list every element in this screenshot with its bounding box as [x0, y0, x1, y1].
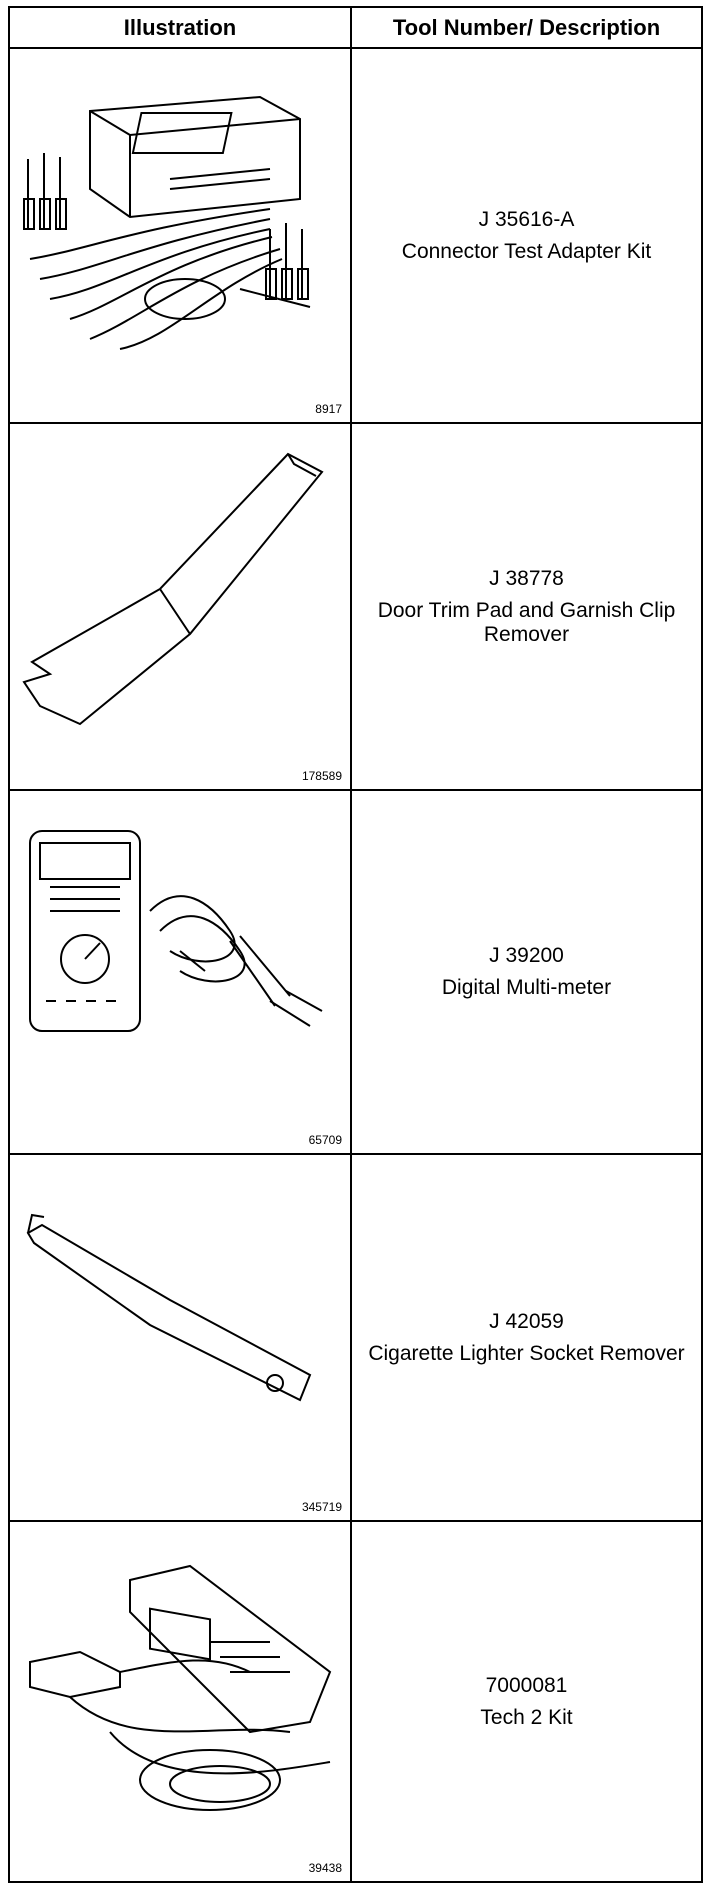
table-row: 178589 J 38778 Door Trim Pad and Garnish… — [10, 424, 701, 791]
tool-number: J 42059 — [489, 1309, 564, 1333]
illustration-cell: 345719 — [10, 1155, 350, 1520]
description-cell: J 39200 Digital Multi-meter — [352, 791, 701, 1153]
tech2-scanner-icon — [29, 1564, 332, 1811]
figure-number: 39438 — [308, 1861, 342, 1875]
figure-number: 8917 — [315, 402, 342, 416]
table-row: 65709 J 39200 Digital Multi-meter — [10, 791, 701, 1155]
figure-number: 65709 — [308, 1133, 342, 1147]
header-illustration: Illustration — [123, 15, 237, 40]
connector-test-kit-icon — [23, 95, 311, 350]
illustration-cell: 65709 — [10, 791, 350, 1153]
multimeter-icon — [29, 830, 323, 1032]
tool-description: Digital Multi-meter — [441, 976, 612, 999]
tool-number: J 35616-A — [478, 207, 575, 231]
description-cell: J 38778 Door Trim Pad and Garnish Clip R… — [352, 424, 701, 789]
figure-number: 345719 — [301, 1500, 342, 1514]
tool-description: Door Trim Pad and Garnish Clip Remover — [377, 598, 676, 646]
tool-number: J 38778 — [489, 566, 564, 590]
table-header: Illustration Tool Number/ Description — [10, 8, 701, 49]
description-cell: J 42059 Cigarette Lighter Socket Remover — [352, 1155, 701, 1520]
column-divider — [350, 8, 352, 1881]
illustration-cell: 178589 — [10, 424, 350, 789]
description-cell: 7000081 Tech 2 Kit — [352, 1522, 701, 1881]
tool-number: 7000081 — [485, 1673, 568, 1697]
header-tool-description: Tool Number/ Description — [392, 15, 661, 40]
table-row: 8917 J 35616-A Connector Test Adapter Ki… — [10, 49, 701, 424]
tools-table: Illustration Tool Number/ Description — [8, 6, 703, 1883]
tool-number: J 39200 — [489, 944, 564, 967]
figure-number: 178589 — [301, 769, 342, 783]
tool-description: Cigarette Lighter Socket Remover — [368, 1341, 685, 1365]
table-row: 345719 J 42059 Cigarette Lighter Socket … — [10, 1155, 701, 1522]
illustration-cell: 39438 — [10, 1522, 350, 1881]
table-row: 39438 7000081 Tech 2 Kit — [10, 1522, 701, 1881]
description-cell: J 35616-A Connector Test Adapter Kit — [352, 49, 701, 422]
illustration-cell: 8917 — [10, 49, 350, 422]
lighter-socket-remover-icon — [26, 1213, 312, 1402]
tool-description: Connector Test Adapter Kit — [401, 239, 652, 263]
trim-pad-remover-icon — [22, 452, 324, 726]
tool-description: Tech 2 Kit — [480, 1705, 573, 1729]
